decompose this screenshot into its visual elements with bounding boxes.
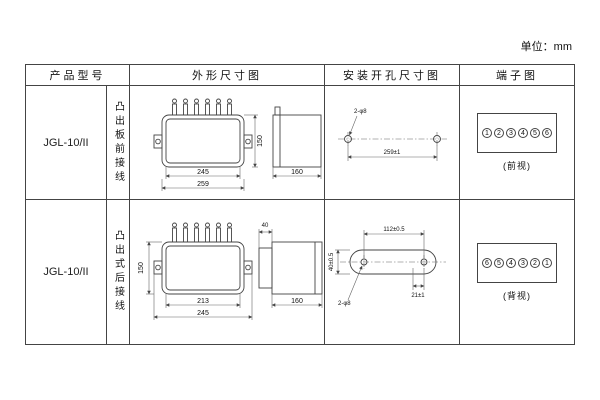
row1-model: JGL-10/II xyxy=(43,136,89,149)
row2-wiring-label: 凸出式后接线 xyxy=(112,230,124,314)
row1-view-label: (前视) xyxy=(503,161,531,171)
terminal-circle: 6 xyxy=(542,128,552,138)
terminal-circle: 1 xyxy=(482,128,492,138)
row1-mounting-drawing: 2-φ8 259±1 xyxy=(325,86,460,200)
row1-model-cell: JGL-10/II 凸出板前接线 xyxy=(26,86,130,200)
mounting-drawing-rear-wiring: 112±0.5 40±0.5 21±1 2-φ8 xyxy=(329,227,446,307)
header-product-model: 产品型号 xyxy=(26,65,130,86)
dim-row1-outer-width: 259 xyxy=(197,181,209,188)
dim-row1-hole-span: 259±1 xyxy=(383,150,400,156)
row1-wiring-label: 凸出板前接线 xyxy=(112,100,124,185)
dim-row2-hole-span-v: 40±0.5 xyxy=(329,252,335,271)
dim-row1-inner-width: 245 xyxy=(197,169,209,176)
dim-row2-inner-width: 213 xyxy=(197,298,209,305)
terminal-circle: 4 xyxy=(506,257,516,268)
header-outline-dimensions: 外形尺寸图 xyxy=(130,65,325,86)
terminal-circle: 1 xyxy=(542,257,552,268)
unit-label: 单位：mm xyxy=(520,41,572,53)
label-row1-hole: 2-φ8 xyxy=(354,109,367,115)
terminal-circle: 2 xyxy=(494,128,504,138)
dim-row2-side-depth: 160 xyxy=(291,298,303,305)
terminal-strip-rear-view: 6 5 4 3 2 1 xyxy=(477,242,557,283)
dim-row2-stud-depth: 40 xyxy=(261,223,268,229)
row2-mounting-drawing: 112±0.5 40±0.5 21±1 2-φ8 xyxy=(325,200,460,344)
dim-row1-height: 150 xyxy=(257,135,264,147)
row1-outline-drawing: 245 259 150 xyxy=(130,86,325,200)
row1-terminal-cell: 1 2 3 4 5 6 (前视) xyxy=(460,86,574,200)
row2-wiring-strip: 凸出式后接线 xyxy=(106,200,129,344)
label-row2-hole: 2-φ8 xyxy=(338,301,351,307)
row2-outline-drawing: 150 213 245 xyxy=(130,200,325,344)
row2-view-label: (背视) xyxy=(503,290,531,301)
outline-drawing-front-wiring: 245 259 150 xyxy=(153,98,321,191)
header-mounting-holes: 安装开孔尺寸图 xyxy=(325,65,460,86)
row2-model: JGL-10/II xyxy=(43,266,89,278)
row1-wiring-strip: 凸出板前接线 xyxy=(106,86,129,199)
terminal-circle: 3 xyxy=(506,128,516,138)
dim-row2-outer-width: 245 xyxy=(197,310,209,317)
terminal-circle: 6 xyxy=(482,257,492,268)
row2-terminal-cell: 6 5 4 3 2 1 (背视) xyxy=(460,200,574,344)
terminal-circle: 5 xyxy=(494,257,504,268)
mounting-drawing-front-wiring: 2-φ8 259±1 xyxy=(337,109,447,161)
header-terminal-diagram: 端子图 xyxy=(460,65,574,86)
terminal-circle: 3 xyxy=(518,257,528,268)
outline-drawing-rear-wiring: 150 213 245 xyxy=(138,222,322,320)
spec-table: 产品型号 外形尺寸图 安装开孔尺寸图 端子图 JGL-10/II 凸出板前接线 xyxy=(25,64,575,345)
dim-row2-height: 150 xyxy=(138,262,145,274)
dim-row2-hole-offset: 21±1 xyxy=(411,293,425,299)
terminal-circle: 4 xyxy=(518,128,528,138)
terminal-circle: 2 xyxy=(530,257,540,268)
row2-model-cell: JGL-10/II 凸出式后接线 xyxy=(26,200,130,344)
dim-row2-hole-span-h: 112±0.5 xyxy=(383,227,405,233)
dim-row1-side-depth: 160 xyxy=(291,169,303,176)
terminal-strip-front-view: 1 2 3 4 5 6 xyxy=(477,113,557,153)
terminal-circle: 5 xyxy=(530,128,540,138)
